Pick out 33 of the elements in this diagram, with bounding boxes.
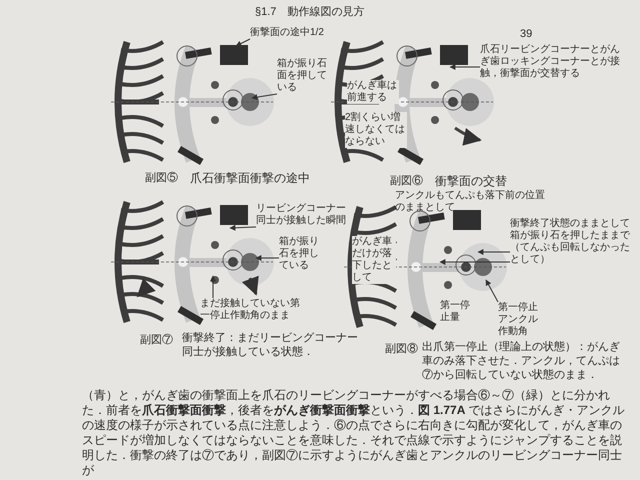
annotation-text: 衝撃終了状態のままとして箱が振り石を押したままで（てんぷも回転しなかったとして） [510, 218, 634, 266]
annotation-text: がんぎ車だけが落下したとして [352, 236, 396, 284]
annotation-text: 衝撃面の途中1/2 [250, 27, 342, 39]
body-paragraph: （青）と，がんぎ歯の衝撃面上を爪石のリービングコーナーがすべる場合⑥～⑦（緑）とに分かれた．前者を爪石衝撃面衝撃，後者をがんぎ衝撃面衝撃という．図 1.77A ではさらにがんぎ・アンクルの速度の様子が示されている点に注意しよう．⑥の点でさらに右向きに勾配が変化して，がんぎ車のスピードが増加しなくてはならないことを意味した．それで点線で示すようにジャンプすることを説明した．衝撃の終了は⑦であり，副図⑦に示すようにがんぎ歯とアンクルのリービングコーナー同士が [82, 388, 626, 478]
leader-arrow [251, 94, 278, 100]
figure-caption: 爪石衝撃面衝撃の途中 [190, 170, 311, 187]
annotation-text: 箱が振り石面を押している [277, 58, 329, 94]
annotation-text: がんぎ車は前進する [347, 80, 399, 104]
annotation-text: 爪石リービングコーナーとがんぎ歯ロッキングコーナーとが接触，衝撃面が交替する [480, 44, 622, 80]
annotation-text: まだ接触していない第一停止作動角のまま [200, 298, 302, 322]
leader-arrow [255, 255, 280, 261]
page-header: §1.7 動作線図の見方 [255, 4, 366, 20]
figure-caption: 副図⑥ [390, 174, 424, 189]
annotation-text: 第一停止量 [440, 300, 472, 324]
figure-caption: 出爪第一停止（理論上の状態）：がんぎ車のみ落下させた．アンクル，てんぷは⑦から回転していない状態のまま． [422, 340, 621, 382]
leader-arrow [210, 275, 216, 298]
annotation-text: 第一停止アンクル作動角 [498, 302, 542, 338]
annotation-text: 2割くらい増速しなくてはならない [345, 112, 407, 148]
annotation-text: リービングコーナー同士が接触した瞬間 [256, 203, 348, 227]
leader-arrow [229, 224, 256, 231]
figure-caption: 衝撃終了：まだリービングコーナー同士が接触している状態． [182, 331, 359, 359]
figure-caption: 副図⑧ [385, 342, 419, 357]
leader-arrow [439, 259, 510, 265]
figure-caption: 副図⑦ [140, 332, 174, 348]
leader-arrow [449, 64, 480, 70]
leader-arrow [477, 249, 510, 255]
figure-caption: 副図⑤ [145, 170, 179, 186]
page-header: 39 [520, 27, 534, 42]
leader-arrow [235, 38, 250, 46]
annotation-text: 箱が振り石を押している [279, 236, 321, 272]
annotation-text: アンクルもてんぷも落下前の位置のままとして [395, 190, 545, 214]
figure-caption: 衝撃面の交替 [435, 173, 508, 190]
leader-arrow [486, 279, 498, 302]
